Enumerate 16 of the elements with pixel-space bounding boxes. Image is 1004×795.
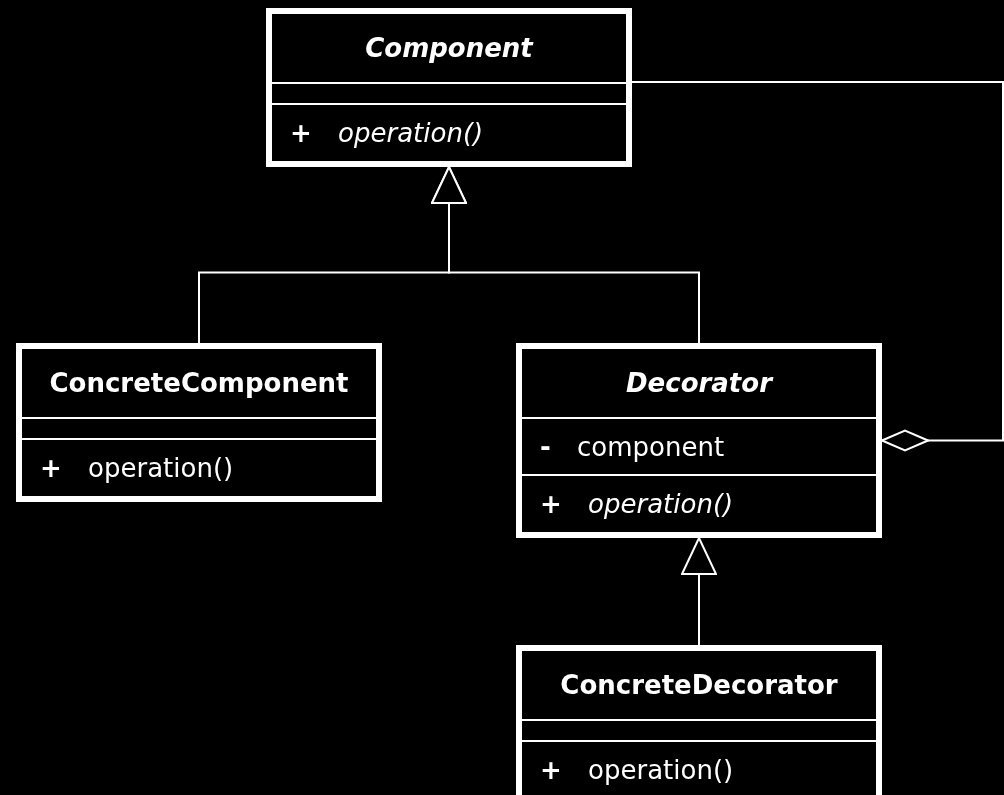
class-box: [16, 343, 382, 502]
inheritance-arrow: [681, 537, 717, 646]
aggregation-line: [631, 81, 1004, 452]
operation: + operation(): [540, 489, 734, 519]
inheritance-arrow: [431, 166, 700, 344]
operation: + operation(): [290, 118, 484, 148]
class-name: Decorator: [626, 368, 772, 398]
class-box: [516, 645, 882, 795]
class-name: ConcreteDecorator: [560, 670, 838, 700]
class-box: [516, 343, 882, 538]
attribute: - component: [540, 431, 725, 462]
operation: + operation(): [40, 453, 234, 483]
class-name: ConcreteComponent: [49, 368, 349, 398]
operation: + operation(): [540, 755, 734, 785]
class-name: Component: [365, 33, 533, 63]
class-box: [266, 8, 632, 167]
